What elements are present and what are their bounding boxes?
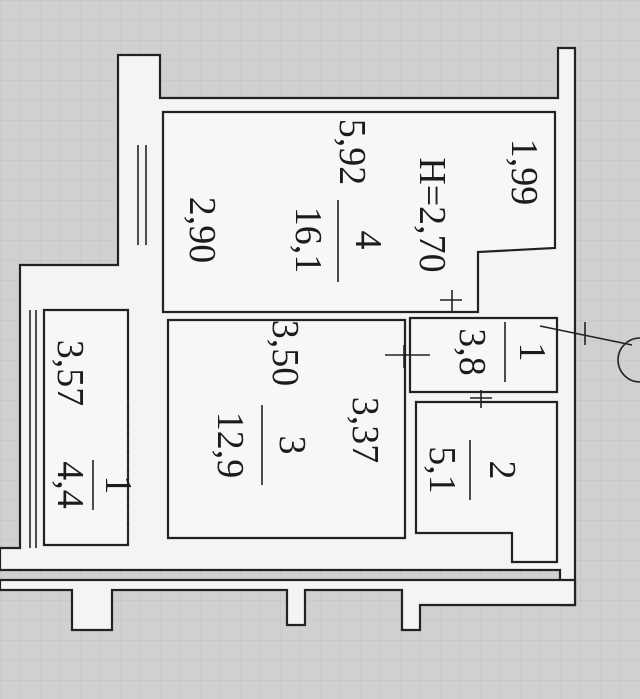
room-4 <box>161 110 557 314</box>
circle-marker <box>617 337 640 383</box>
room-4-dim-small: 1,99 <box>503 139 545 206</box>
balcony-area: 4,4 <box>49 461 91 509</box>
pointer-line <box>539 325 633 346</box>
balcony-dim: 3,57 <box>49 340 91 407</box>
balcony-number: 1 <box>97 476 139 495</box>
room-3-number: 3 <box>271 436 313 455</box>
room-4-area: 16,1 <box>287 207 329 274</box>
room-2-area: 5,1 <box>421 446 463 494</box>
room-1-small-number: 1 <box>511 343 553 362</box>
room-4-number: 4 <box>347 231 389 250</box>
room-4-dim-length: 5,92 <box>331 119 373 186</box>
room-1-balcony <box>42 308 130 547</box>
room-2 <box>414 400 559 564</box>
room-3 <box>166 318 407 540</box>
room-3-dim-width: 3,37 <box>344 397 386 464</box>
room-3-dim-length: 3,50 <box>264 320 306 387</box>
room-1-small <box>408 316 559 394</box>
room-1-small-area: 3,8 <box>451 328 493 376</box>
room-3-area: 12,9 <box>209 412 251 479</box>
lower-wall <box>0 578 577 632</box>
ceiling-height: Н=2,70 <box>411 157 453 272</box>
room-2-number: 2 <box>481 461 523 480</box>
room-4-dim-width: 2,90 <box>181 197 223 264</box>
